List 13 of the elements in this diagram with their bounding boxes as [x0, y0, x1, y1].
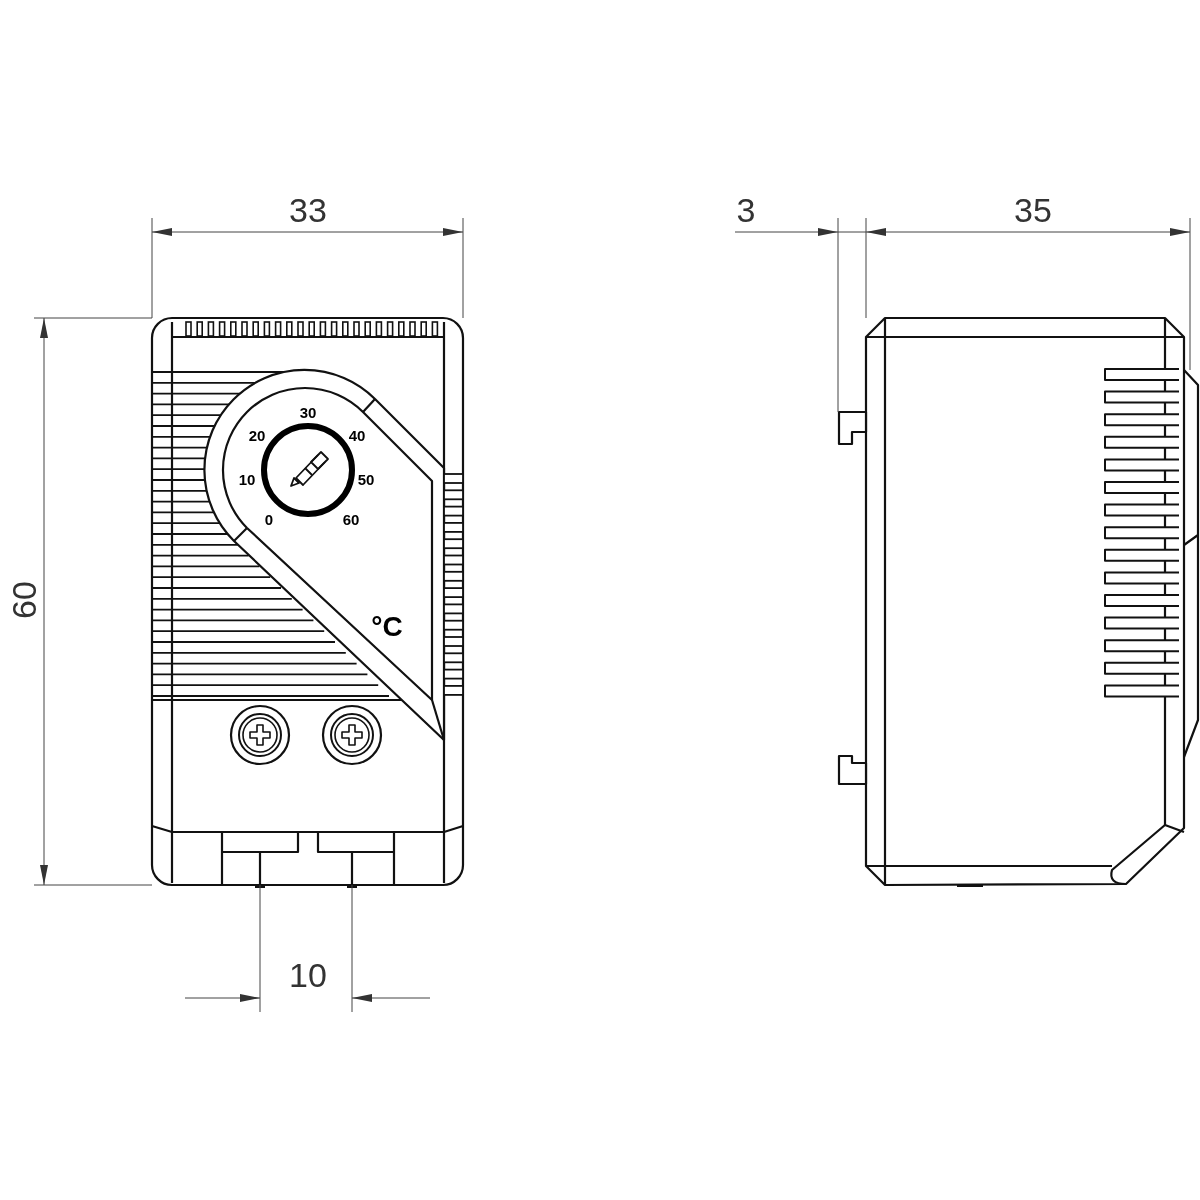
scale-number: 10 [238, 471, 256, 487]
dimension-value: 60 [7, 581, 41, 619]
scale-number: 20 [248, 427, 266, 443]
dimension-value: 3 [736, 193, 756, 227]
scale-number: 40 [348, 427, 366, 443]
scale-number: 60 [342, 511, 360, 527]
scale-number: 50 [357, 471, 375, 487]
unit-label: °C [371, 613, 403, 641]
dimension-value: 10 [289, 958, 327, 992]
scale-number: 30 [299, 404, 317, 420]
scale-number: 0 [264, 511, 274, 527]
dimension-value: 33 [289, 193, 327, 227]
dimension-value: 35 [1014, 193, 1052, 227]
